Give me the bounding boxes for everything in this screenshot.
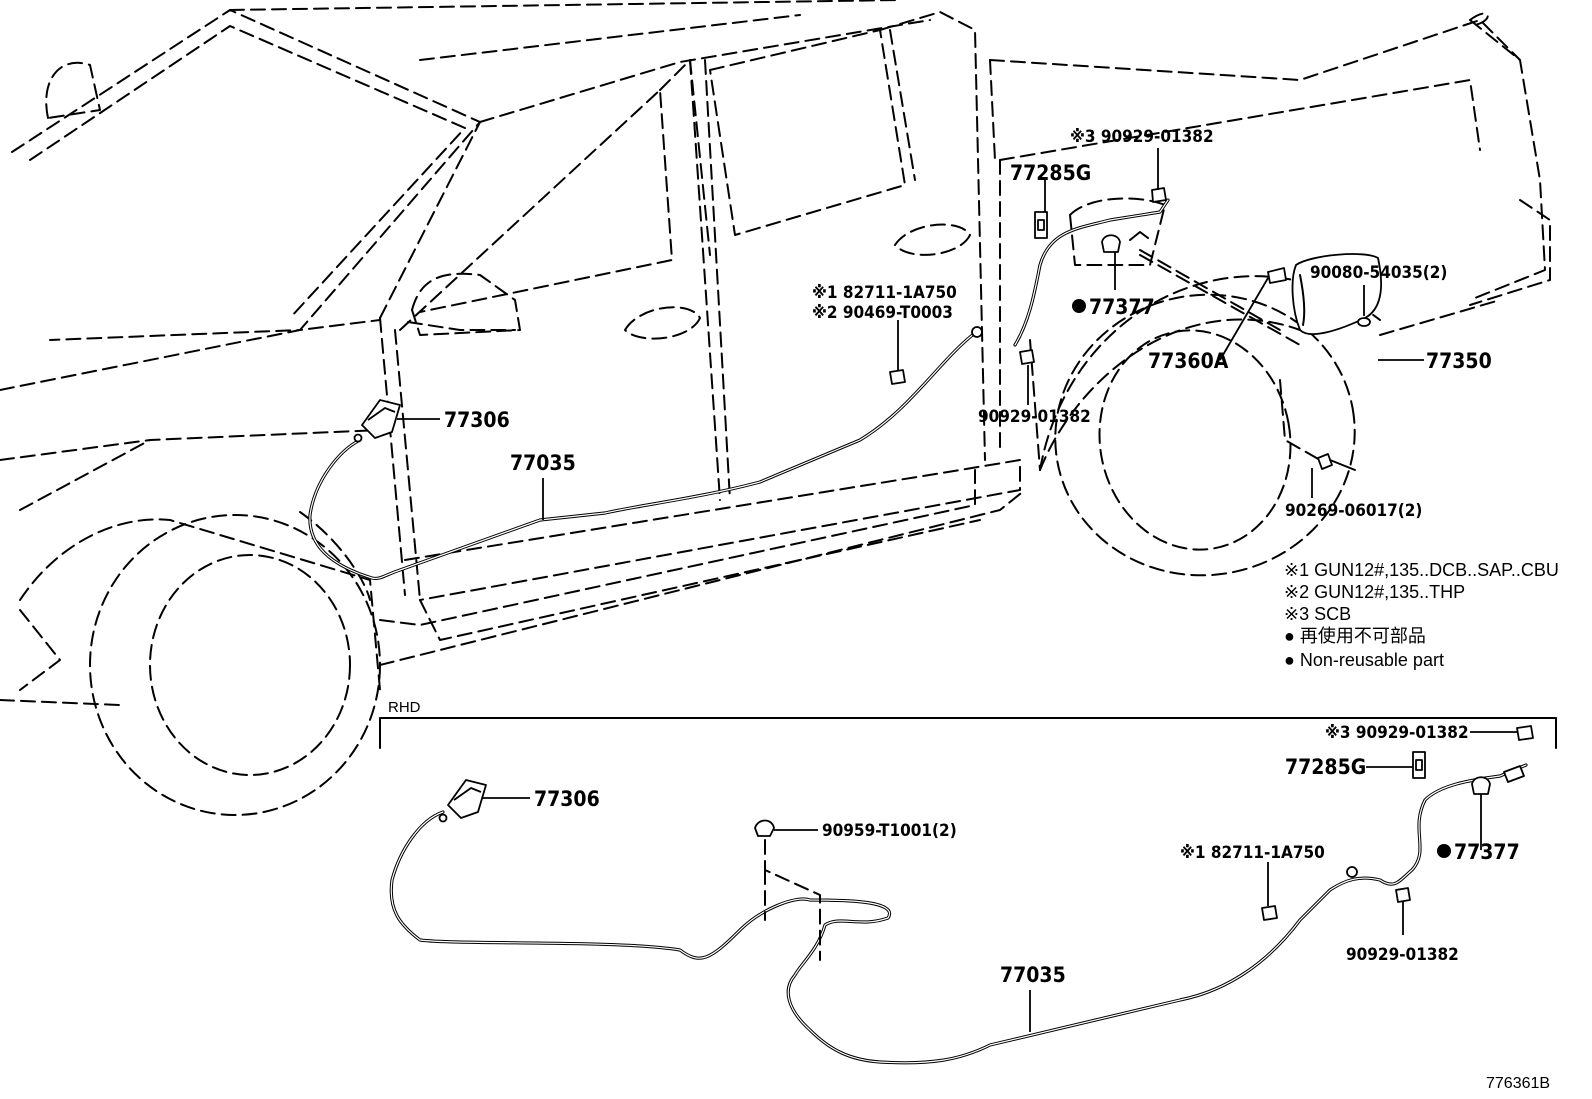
label-77285g: 77285G (1010, 161, 1091, 185)
label-s3-clip: ※3 90929-01382 (1070, 127, 1214, 147)
part-77306-lever-rhd (438, 779, 487, 823)
label-77377: 77377 (1089, 295, 1155, 319)
part-77377-grommet (1101, 231, 1149, 253)
label-77306: 77306 (444, 408, 510, 432)
leader-lines-rhd (482, 731, 1517, 1032)
legend-note-3: ※3 SCB (1284, 604, 1351, 624)
part-77377-grommet-rhd (1471, 765, 1525, 795)
legend-note-5: ● Non-reusable part (1284, 650, 1444, 670)
part-77350-fuel-lid (1291, 253, 1382, 335)
legend: ※1 GUN12#,135..DCB..SAP..CBU ※2 GUN12#,1… (1284, 560, 1559, 670)
label-77035: 77035 (510, 451, 576, 475)
part-bolt-90269 (1317, 453, 1356, 471)
label-77306-rhd: 77306 (534, 787, 600, 811)
part-clip-rhd-lower (1395, 887, 1411, 903)
rhd-bracket (379, 717, 1557, 749)
label-clip-rhd: 90929-01382 (1346, 945, 1459, 965)
part-clip-rhd-top (1516, 725, 1534, 741)
part-s2-clip (889, 369, 906, 385)
label-77350: 77350 (1426, 349, 1492, 373)
label-screw: 90080-54035(2) (1310, 263, 1447, 283)
label-77285g-rhd: 77285G (1285, 755, 1366, 779)
label-s1-part: ※1 82711-1A750 (812, 283, 957, 303)
vehicle-outline (0, 0, 1551, 816)
label-clamp: 90959-T1001(2) (822, 821, 957, 841)
leader-lines-top (397, 148, 1424, 520)
cable-77035-rhd (389, 763, 1528, 1065)
figure-id: 776361B (1486, 1075, 1550, 1092)
part-77360a-hinge (1267, 267, 1287, 284)
label-s2-part: ※2 90469-T0003 (812, 303, 953, 323)
part-clip-lower (1019, 349, 1035, 365)
part-77285g-guide (1034, 211, 1048, 239)
label-s3-clip-rhd: ※3 90929-01382 (1325, 723, 1469, 743)
part-clip-top (1151, 187, 1167, 203)
label-rhd: RHD (388, 699, 421, 716)
label-clip: 90929-01382 (978, 407, 1091, 427)
label-77377-rhd: 77377 (1454, 840, 1520, 864)
part-77306-lever (353, 399, 401, 443)
part-77285g-guide-rhd (1412, 751, 1426, 779)
label-bolt: 90269-06017(2) (1285, 501, 1422, 521)
non-reusable-marker-rhd (1437, 844, 1451, 858)
part-labels: 77306 77035 77285G ※3 90929-01382 77377 … (388, 127, 1520, 987)
label-77360a: 77360A (1148, 349, 1229, 373)
non-reusable-marker (1072, 299, 1086, 313)
legend-note-2: ※2 GUN12#,135..THP (1284, 582, 1465, 602)
legend-note-4: ● 再使用不可部品 (1284, 626, 1426, 646)
legend-note-1: ※1 GUN12#,135..DCB..SAP..CBU (1284, 560, 1559, 580)
part-s1-clip-rhd (1261, 905, 1278, 921)
part-screw-90080 (1357, 317, 1371, 327)
cable-77035-top (308, 198, 1170, 581)
part-clamp-90959 (754, 819, 775, 837)
label-s1-part-rhd: ※1 82711-1A750 (1180, 843, 1325, 863)
label-77035-rhd: 77035 (1000, 963, 1066, 987)
